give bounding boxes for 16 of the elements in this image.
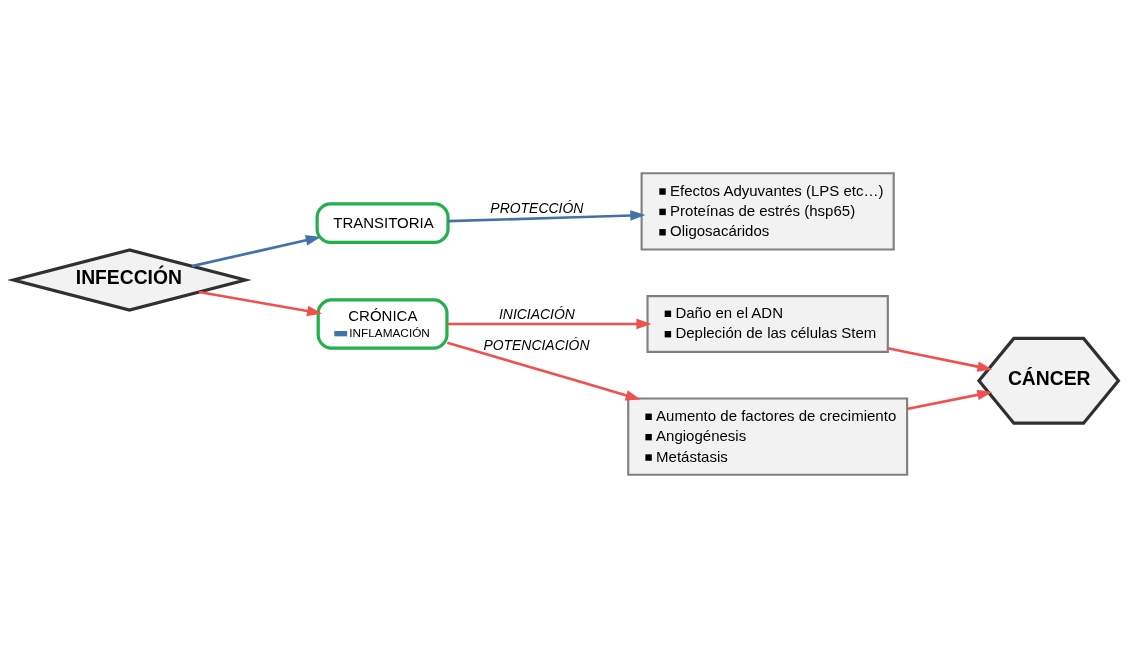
arrow bbox=[198, 290, 323, 317]
arrow bbox=[446, 341, 641, 401]
node-box: Efectos Adyuvantes (LPS etc…) Proteínas de estrés (hsp65) Oligosacáridos bbox=[640, 172, 895, 251]
node-box: TRANSITORIA bbox=[315, 202, 450, 245]
arrow bbox=[191, 235, 321, 268]
edge-label: PROTECCIÓN bbox=[490, 199, 584, 216]
arrow bbox=[907, 389, 993, 411]
node-box: CRÓNICA INFLAMACIÓN bbox=[316, 298, 449, 350]
arrow bbox=[447, 318, 652, 330]
node-box: Daño en el ADN Depleción de las células Stem bbox=[646, 295, 889, 353]
node-diamond: INFECCIÓN bbox=[8, 248, 252, 312]
node-box: Aumento de factores de crecimiento Angiogénesis Metástasis bbox=[627, 397, 909, 476]
arrow bbox=[448, 210, 646, 223]
arrow bbox=[887, 346, 993, 372]
edge-label: POTENCIACIÓN bbox=[483, 337, 590, 354]
edge-label: INICIACIÓN bbox=[498, 306, 575, 323]
